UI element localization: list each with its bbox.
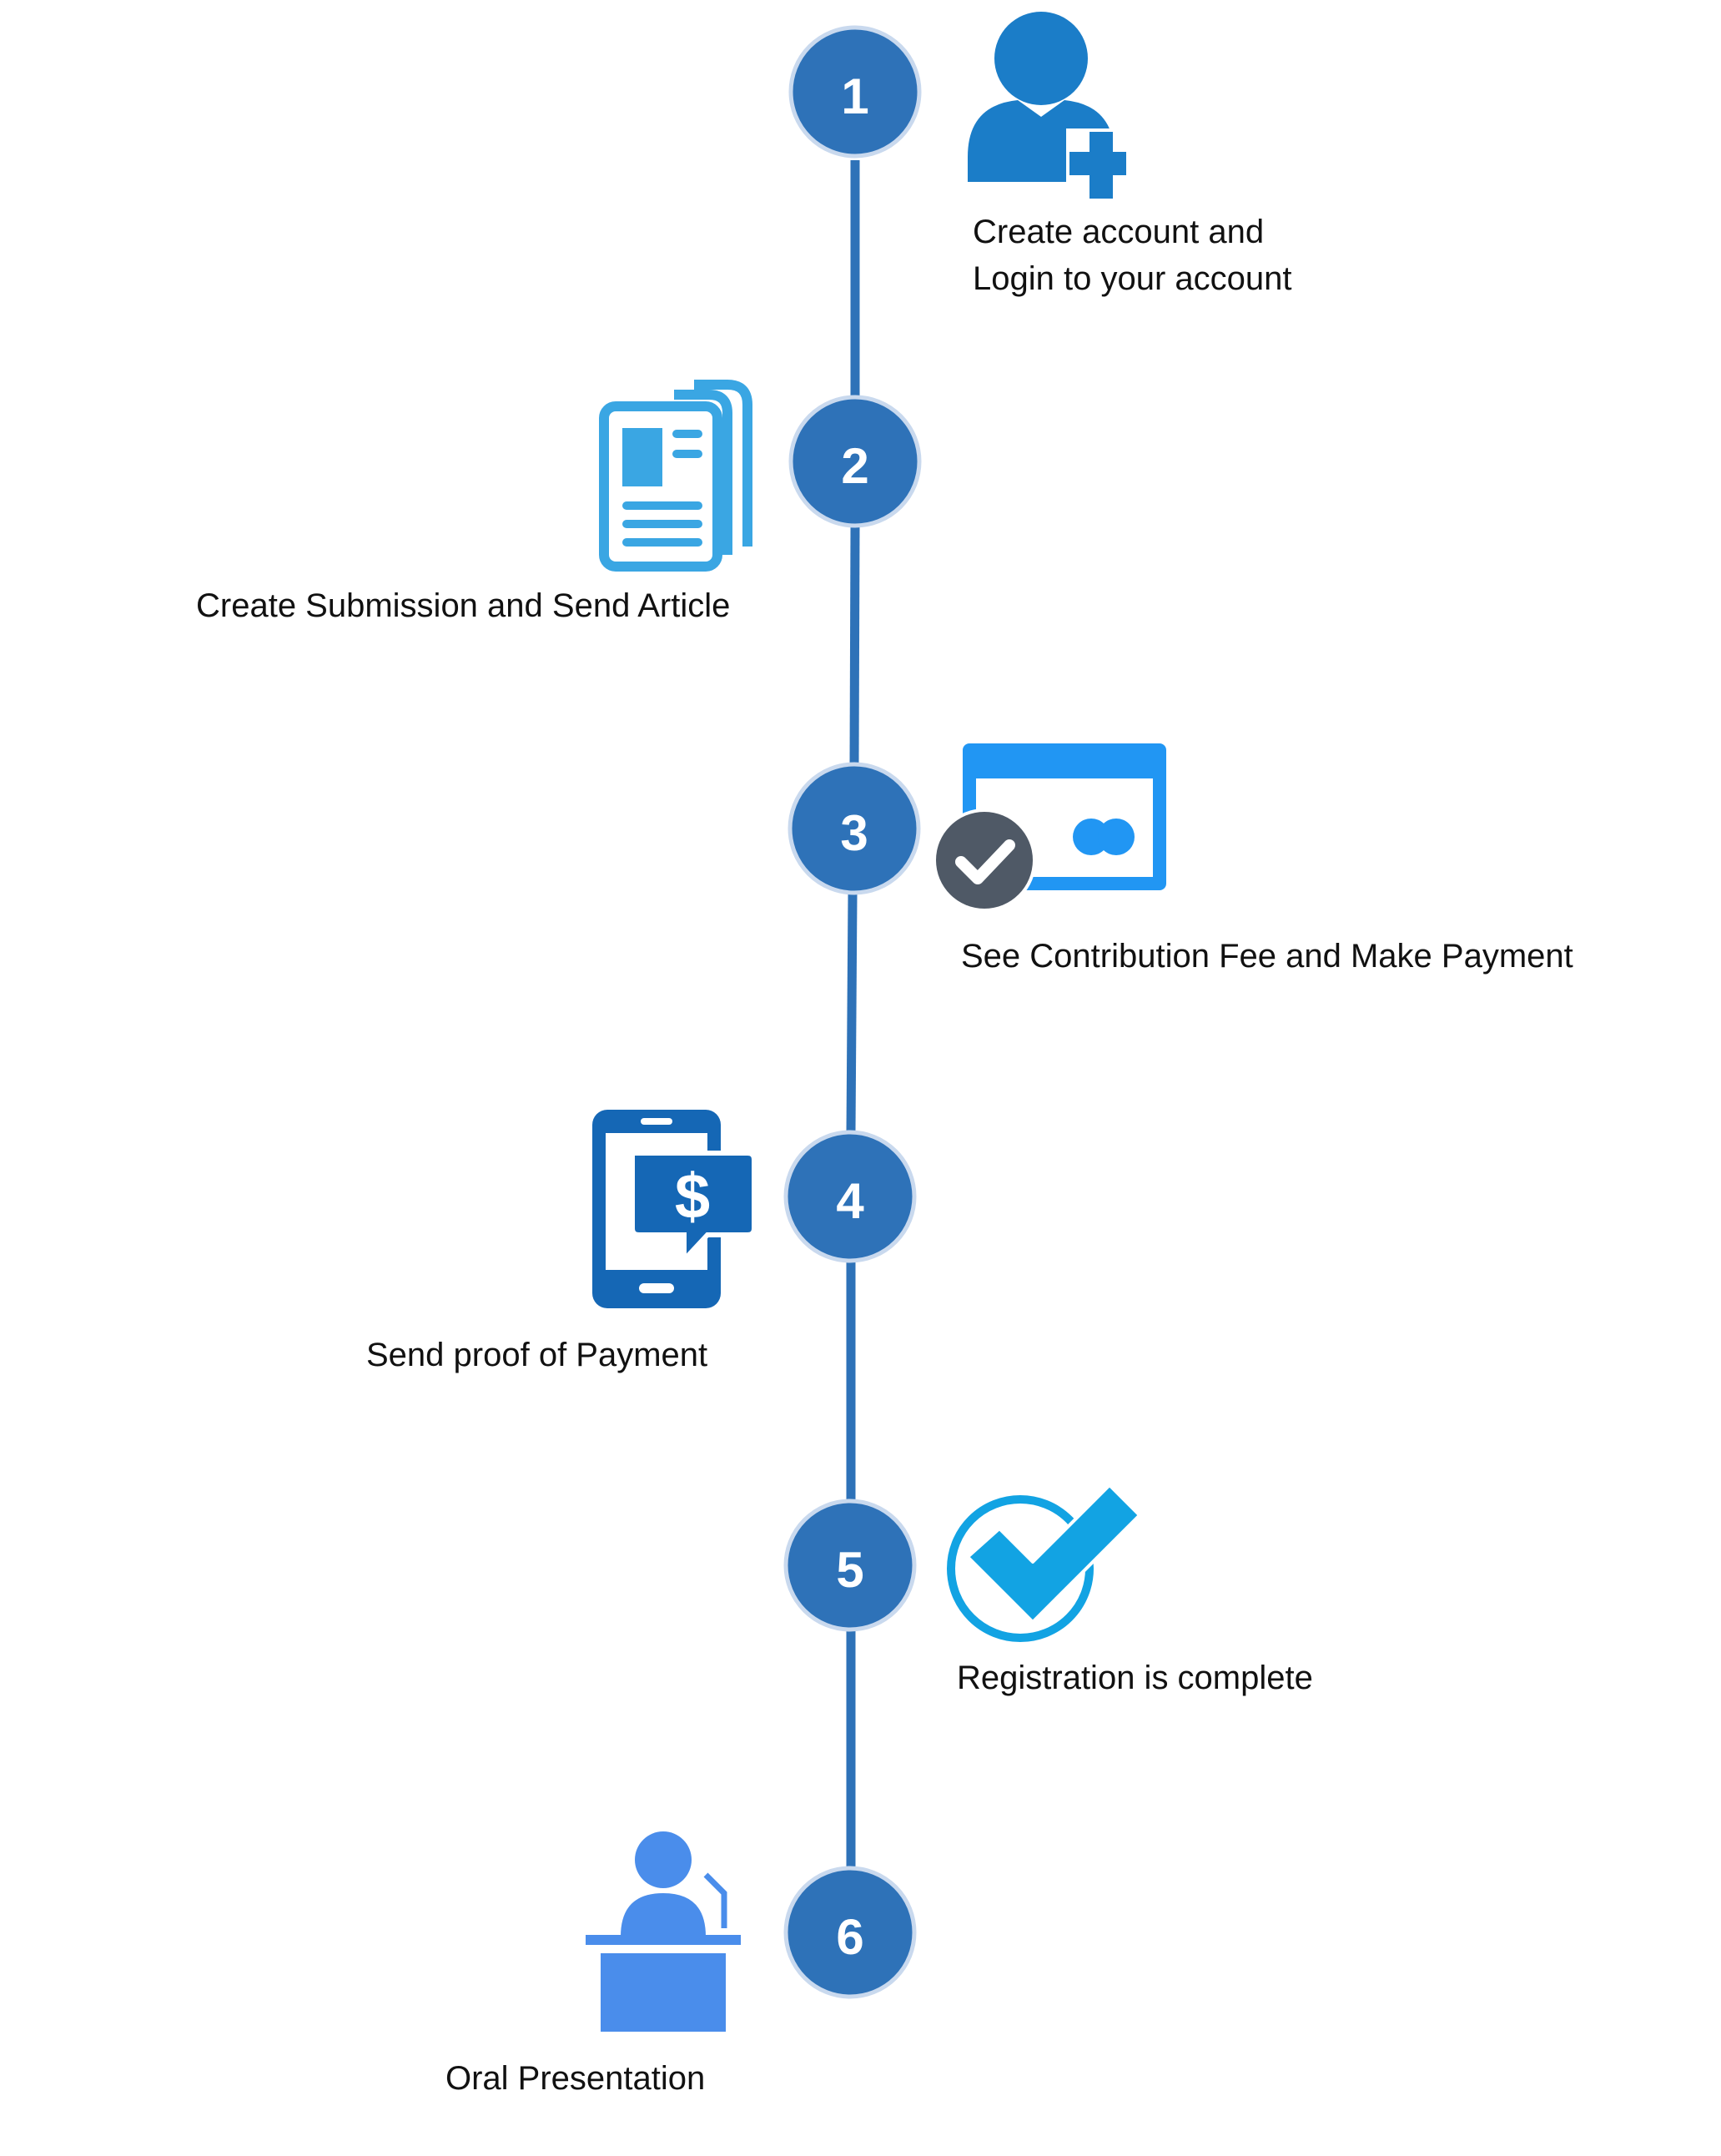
presenter-podium-icon	[586, 1831, 741, 2032]
step-5-label: Registration is complete	[957, 1660, 1313, 1696]
svg-text:$: $	[675, 1161, 710, 1232]
step-number-6: 6	[836, 1909, 864, 1965]
step-circle-4	[783, 1130, 917, 1263]
step-circle-3	[788, 762, 921, 895]
step-2-label: Create Submission and Send Article	[196, 587, 731, 624]
article-icon	[599, 380, 752, 572]
step-number-2: 2	[841, 438, 869, 494]
step-circle-1	[788, 25, 922, 159]
step-number-3: 3	[840, 805, 868, 861]
step-circle-2	[788, 395, 922, 528]
step-circle-5	[783, 1499, 917, 1632]
step-number-4: 4	[836, 1173, 864, 1229]
step-3-label: See Contribution Fee and Make Payment	[961, 938, 1573, 975]
mobile-payment-icon: $	[592, 1110, 757, 1308]
credit-card-check-icon	[933, 743, 1166, 912]
check-circle-icon	[947, 1484, 1141, 1642]
step-1-label: Create account and Login to your account	[973, 209, 1291, 302]
step-circle-6	[783, 1866, 917, 1999]
step-number-5: 5	[836, 1542, 864, 1598]
timeline-segment-3-4	[846, 894, 858, 1132]
step-1-label-line-1: Create account and	[973, 214, 1265, 250]
step-number-1: 1	[841, 68, 869, 124]
step-4-label: Send proof of Payment	[366, 1337, 708, 1373]
add-user-icon	[968, 12, 1126, 199]
timeline-segment-2-3	[849, 526, 860, 764]
step-1-label-line-2: Login to your account	[973, 260, 1292, 297]
step-6-label: Oral Presentation	[445, 2060, 706, 2097]
